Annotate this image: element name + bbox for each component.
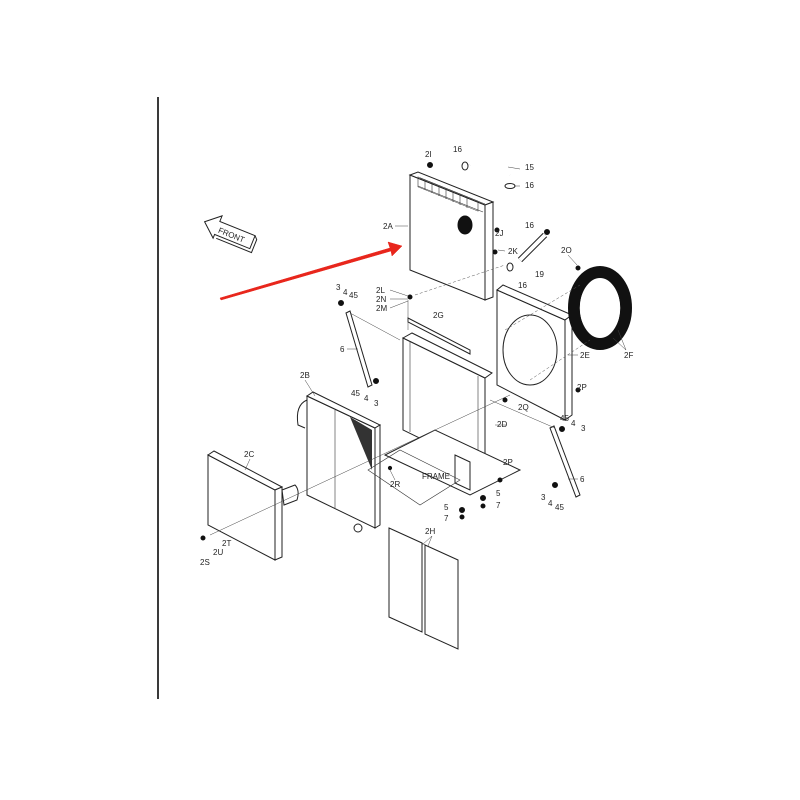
callout-2A: 2A [383, 222, 393, 231]
callout-15: 15 [525, 163, 534, 172]
callout-2U: 2U [213, 548, 223, 557]
callout-2B: 2B [300, 371, 310, 380]
fan-shroud-2E [496, 284, 574, 421]
callout-45: 45 [351, 389, 360, 398]
highlight-arrow-icon [219, 241, 403, 301]
stay-rod-6-left [338, 300, 401, 388]
callout-2L: 2L [376, 286, 385, 295]
frame-2D [383, 332, 522, 496]
callout-2O: 2O [561, 246, 572, 255]
intercooler-2C [207, 450, 299, 561]
callout-4: 4 [548, 499, 553, 508]
callout-2C: 2C [244, 450, 254, 459]
callout-16: 16 [518, 281, 527, 290]
frame-label: FRAME [422, 472, 450, 481]
callout-2N: 2N [376, 295, 386, 304]
callout-45: 45 [349, 291, 358, 300]
callout-2D: 2D [497, 420, 507, 429]
bolts [200, 227, 581, 541]
hose-19 [414, 229, 550, 296]
callout-6: 6 [580, 475, 585, 484]
fan-ring-2F [568, 266, 632, 350]
callout-2I: 2I [425, 150, 432, 159]
callout-labels: 2I 16 15 16 2A 2J 2K 16 19 16 2O 2F 2E 2… [200, 145, 633, 567]
callout-5: 5 [444, 503, 449, 512]
radiator-2A [408, 171, 495, 301]
callout-2F: 2F [624, 351, 633, 360]
callout-2G: 2G [433, 311, 444, 320]
callout-5: 5 [496, 489, 501, 498]
callout-2P: 2P [503, 458, 513, 467]
callout-3: 3 [541, 493, 546, 502]
callout-2P: 2P [577, 383, 587, 392]
callout-7: 7 [496, 501, 501, 510]
callout-3: 3 [374, 399, 379, 408]
callout-2M: 2M [376, 304, 387, 313]
callout-4: 4 [343, 288, 348, 297]
callout-2T: 2T [222, 539, 231, 548]
callout-3: 3 [336, 283, 341, 292]
callout-2Q: 2Q [518, 403, 529, 412]
callout-2S: 2S [200, 558, 210, 567]
callout-2R: 2R [390, 480, 400, 489]
callout-45: 45 [555, 503, 564, 512]
callout-16: 16 [525, 221, 534, 230]
callout-2K: 2K [508, 247, 518, 256]
callout-2E: 2E [580, 351, 590, 360]
side-covers-2H [388, 527, 459, 650]
callout-6: 6 [340, 345, 345, 354]
page-margin-line [157, 97, 159, 699]
callout-2J: 2J [495, 229, 503, 238]
callout-19: 19 [535, 270, 544, 279]
callout-2H: 2H [425, 527, 435, 536]
radiator-2B [296, 391, 382, 533]
callout-45: 45 [560, 414, 569, 423]
callout-7: 7 [444, 514, 449, 523]
front-arrow-icon: FRONT [203, 215, 258, 254]
callout-4: 4 [571, 419, 576, 428]
callout-3: 3 [581, 424, 586, 433]
callout-16: 16 [453, 145, 462, 154]
callout-16: 16 [525, 181, 534, 190]
callout-4: 4 [364, 394, 369, 403]
